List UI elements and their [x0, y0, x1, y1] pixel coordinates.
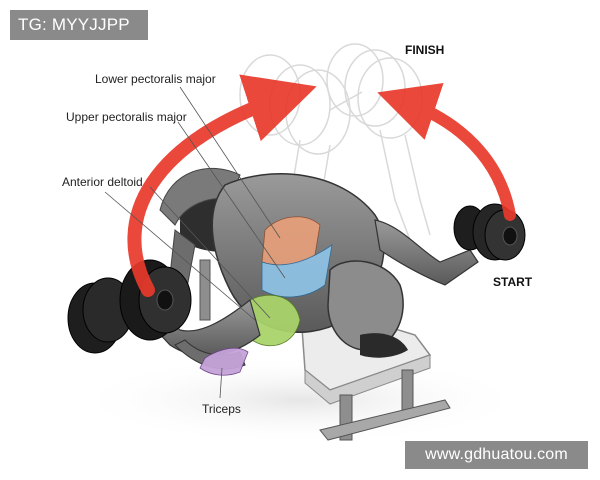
label-anterior-deltoid: Anterior deltoid	[62, 175, 143, 189]
figure-right-arm	[374, 219, 479, 286]
lift-arrow-right	[377, 82, 516, 221]
dumbbell-left-low	[67, 259, 192, 354]
leader-lines	[104, 86, 286, 399]
triceps-highlight	[199, 347, 249, 376]
label-triceps: Triceps	[202, 402, 241, 416]
watermark-bottom: www.gdhuatou.com	[405, 441, 588, 469]
floor-shadow	[70, 355, 530, 445]
figure-head	[327, 260, 408, 358]
label-start: START	[493, 275, 533, 289]
dumbbell-start	[453, 203, 526, 261]
label-lower-pectoralis: Lower pectoralis major	[95, 72, 216, 86]
watermark-top: TG: MYYJJPP	[10, 10, 148, 40]
label-finish: FINISH	[405, 43, 445, 57]
lift-arrow-left	[127, 74, 317, 297]
label-upper-pectoralis: Upper pectoralis major	[66, 110, 187, 124]
